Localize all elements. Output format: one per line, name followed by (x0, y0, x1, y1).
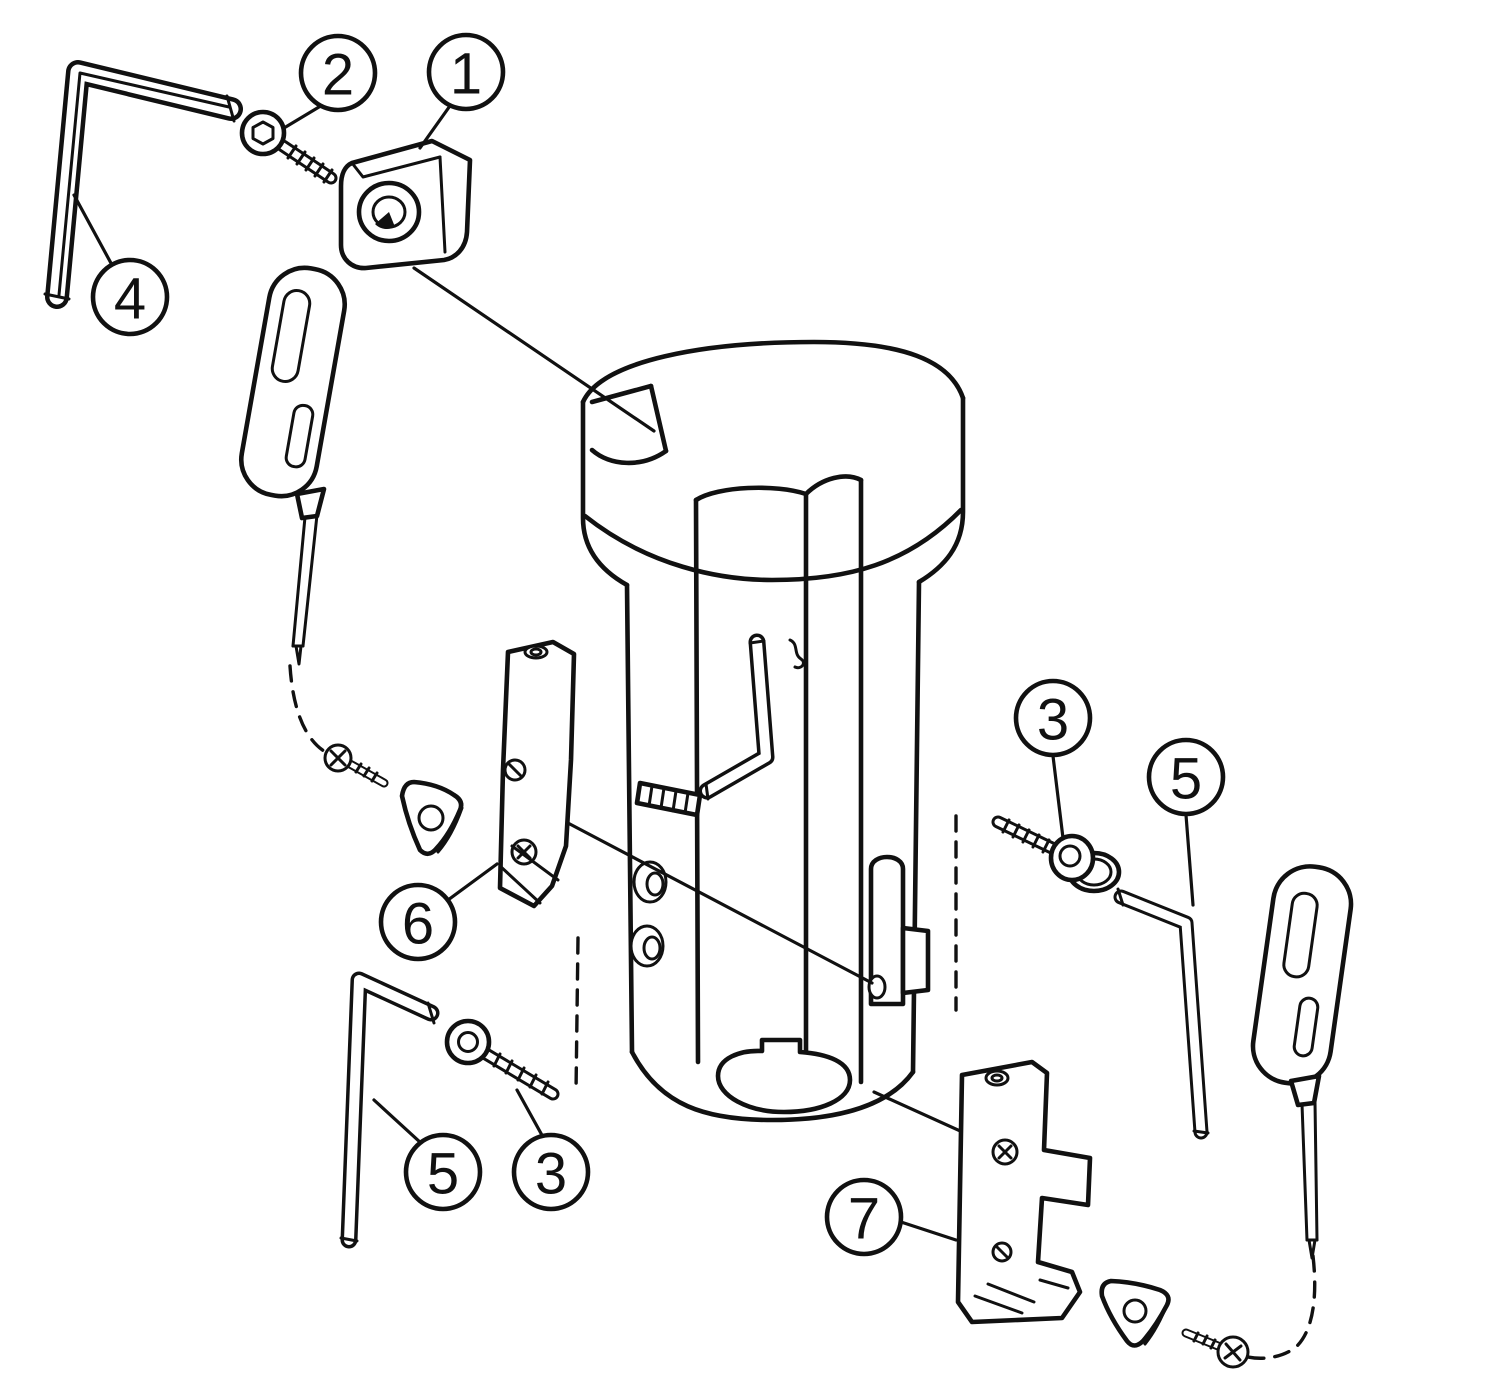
callout-label: 3 (535, 1142, 567, 1207)
clamp-screw-icon (239, 109, 338, 185)
callout-balloon-3-right: 3 (1013, 678, 1093, 758)
callout-label: 5 (427, 1142, 459, 1207)
callout-balloon-5-right: 5 (1146, 737, 1226, 817)
callout-label: 1 (450, 42, 482, 107)
callout-balloon-1: 1 (426, 32, 506, 112)
clamp-block-icon (338, 138, 473, 271)
callout-balloon-2: 2 (298, 33, 378, 113)
hex-key-left-icon (339, 971, 440, 1249)
callout-label: 2 (322, 43, 354, 108)
hex-key-center-icon (698, 633, 775, 801)
break-symbol (788, 638, 805, 670)
callout-label: 4 (114, 267, 146, 332)
cartridge-6-icon (497, 639, 577, 909)
callout-label: 6 (402, 892, 434, 957)
screwdriver-left-icon (239, 265, 347, 666)
callout-balloon-3-left: 3 (511, 1132, 591, 1212)
callout-label: 7 (848, 1187, 880, 1252)
hex-key-right-icon (1113, 887, 1210, 1140)
callout-balloon-7: 7 (824, 1177, 904, 1257)
trigon-insert-left-icon (399, 779, 464, 857)
insert-screw-left-icon (323, 743, 389, 788)
hex-key-large-icon (43, 60, 243, 309)
callout-balloon-5-left: 5 (403, 1132, 483, 1212)
set-screw-center-icon (634, 780, 703, 818)
trigon-insert-right-icon (1099, 1278, 1171, 1348)
callout-label: 3 (1037, 688, 1069, 753)
assembly-dashed-lines (288, 664, 1317, 1360)
cartridge-screw-right-icon (991, 815, 1122, 894)
screwdriver-right-icon (1250, 864, 1354, 1260)
callout-leader-lines (72, 101, 1195, 1242)
cartridge-screw-left-icon (444, 1018, 560, 1101)
callout-balloon-6: 6 (378, 882, 458, 962)
tool-body (580, 339, 966, 1123)
cartridge-7-icon (955, 1059, 1093, 1325)
insert-screw-right-icon (1181, 1328, 1250, 1369)
callout-label: 5 (1170, 747, 1202, 812)
callout-balloon-4: 4 (90, 257, 170, 337)
